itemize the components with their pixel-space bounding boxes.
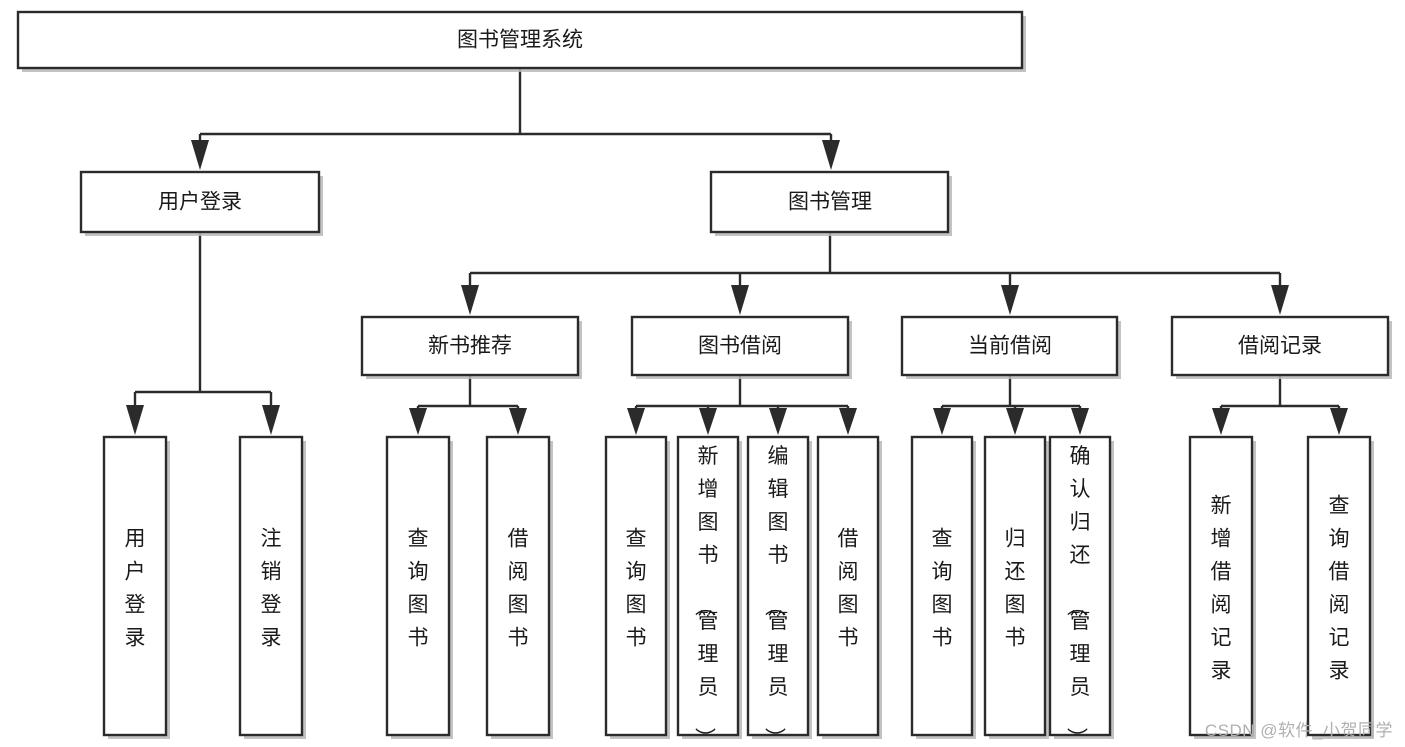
leaf-label: 查询图书 xyxy=(932,528,953,650)
book-management-box[interactable] xyxy=(709,170,950,234)
root-box[interactable] xyxy=(16,10,1024,70)
leaf-label: 归还图书 xyxy=(1005,528,1026,650)
leaf-box[interactable] xyxy=(983,435,1047,737)
leaf-node[interactable]: 用户登录 xyxy=(102,435,170,739)
arrow-to-leaf-12 xyxy=(1212,408,1230,435)
leaf-label: 查询图书 xyxy=(408,528,429,650)
leaf-box[interactable] xyxy=(485,435,551,737)
arrow-to-borrow xyxy=(731,285,749,315)
arrow-to-leaf-13 xyxy=(1330,408,1348,435)
new-book-recommend-label: 新书推荐 xyxy=(428,335,512,358)
arrow-to-userlogin xyxy=(191,140,209,170)
leaf-label: 借阅图书 xyxy=(838,528,859,650)
arrow-to-leaf-4 xyxy=(509,408,527,435)
leaf-box[interactable] xyxy=(1306,435,1372,737)
node-root[interactable]: 图书管理系统 xyxy=(16,10,1026,72)
arrow-to-leaf-5 xyxy=(627,408,645,435)
leaf-node[interactable]: 查询借阅记录 xyxy=(1306,435,1374,739)
leaf-label: 新增图书（管理员） xyxy=(693,445,719,747)
root-label: 图书管理系统 xyxy=(457,29,583,52)
edge-newbook-trunk xyxy=(416,375,520,424)
leaf-label: 新增借阅记录 xyxy=(1211,495,1232,683)
leaf-box[interactable] xyxy=(676,435,740,737)
borrow-record-label: 借阅记录 xyxy=(1238,335,1322,358)
leaf-box[interactable] xyxy=(816,435,880,737)
leaf-node[interactable]: 新增图书（管理员） xyxy=(676,435,742,747)
edge-bookmgmt-trunk xyxy=(468,232,1282,304)
book-borrow-label: 图书借阅 xyxy=(698,335,782,358)
leaf-box[interactable] xyxy=(1188,435,1254,737)
node-book-borrow[interactable]: 图书借阅 xyxy=(630,315,852,379)
leaf-box[interactable] xyxy=(238,435,304,737)
arrow-to-leaf-2 xyxy=(262,405,280,435)
book-management-label: 图书管理 xyxy=(788,191,872,214)
leaf-label: 借阅图书 xyxy=(508,528,529,650)
leaf-node[interactable]: 查询图书 xyxy=(604,435,670,739)
watermark-text: CSDN @软件_小贺同学 xyxy=(1204,721,1393,740)
leaf-label: 查询图书 xyxy=(626,528,647,650)
edge-borrow-trunk xyxy=(634,375,850,424)
arrow-to-leaf-7 xyxy=(769,408,787,435)
arrow-to-newbook xyxy=(461,285,479,315)
edge-record-trunk xyxy=(1219,375,1341,424)
node-user-login[interactable]: 用户登录 xyxy=(79,170,323,236)
new-book-recommend-box[interactable] xyxy=(360,315,580,377)
connector-layer xyxy=(126,68,1348,435)
leaf-node[interactable]: 借阅图书 xyxy=(485,435,553,739)
user-login-box[interactable] xyxy=(79,170,321,234)
arrow-to-leaf-9 xyxy=(933,408,951,435)
arrow-to-current xyxy=(1001,285,1019,315)
leaf-label: 注销登录 xyxy=(261,528,282,650)
leaf-label: 查询借阅记录 xyxy=(1329,495,1350,683)
leaf-node[interactable]: 归还图书 xyxy=(983,435,1049,739)
book-borrow-box[interactable] xyxy=(630,315,850,377)
node-current-borrow[interactable]: 当前借阅 xyxy=(900,315,1121,379)
user-login-label: 用户登录 xyxy=(158,191,242,214)
leaf-node[interactable]: 新增借阅记录 xyxy=(1188,435,1256,739)
arrow-to-leaf-8 xyxy=(839,408,857,435)
edge-root-trunk xyxy=(198,68,833,160)
leaf-node[interactable]: 查询图书 xyxy=(910,435,976,739)
arrow-to-leaf-10 xyxy=(1006,408,1024,435)
edge-userlogin-trunk xyxy=(133,232,273,424)
current-borrow-box[interactable] xyxy=(900,315,1119,377)
node-new-book-recommend[interactable]: 新书推荐 xyxy=(360,315,582,379)
leaf-box[interactable] xyxy=(746,435,810,737)
current-borrow-label: 当前借阅 xyxy=(968,335,1052,358)
arrow-to-leaf-6 xyxy=(699,408,717,435)
leaf-label: 编辑图书（管理员） xyxy=(763,445,789,747)
leaf-box[interactable] xyxy=(1048,435,1112,737)
arrow-to-bookmgmt xyxy=(822,140,840,170)
leaf-node[interactable]: 查询图书 xyxy=(385,435,453,739)
leaf-node[interactable]: 编辑图书（管理员） xyxy=(746,435,812,747)
node-book-management[interactable]: 图书管理 xyxy=(709,170,952,236)
leaf-node[interactable]: 借阅图书 xyxy=(816,435,882,739)
arrow-to-record xyxy=(1271,285,1289,315)
arrow-to-leaf-1 xyxy=(126,405,144,435)
leaf-node-layer: 用户登录 注销登录 查询图书 借阅图书 查询图书 新增图书（管理员） 编辑图书（管理员） 借阅… xyxy=(102,435,1374,747)
node-borrow-record[interactable]: 借阅记录 xyxy=(1170,315,1392,379)
leaf-node[interactable]: 注销登录 xyxy=(238,435,306,739)
borrow-record-box[interactable] xyxy=(1170,315,1390,377)
leaf-box[interactable] xyxy=(604,435,668,737)
leaf-box[interactable] xyxy=(385,435,451,737)
leaf-box[interactable] xyxy=(910,435,974,737)
leaf-node[interactable]: 确认归还（管理员） xyxy=(1048,435,1114,747)
leaf-label: 确认归还（管理员） xyxy=(1065,445,1091,747)
arrow-to-leaf-11 xyxy=(1071,408,1089,435)
leaf-label: 用户登录 xyxy=(125,528,146,650)
arrow-to-leaf-3 xyxy=(409,408,427,435)
leaf-box[interactable] xyxy=(102,435,168,737)
